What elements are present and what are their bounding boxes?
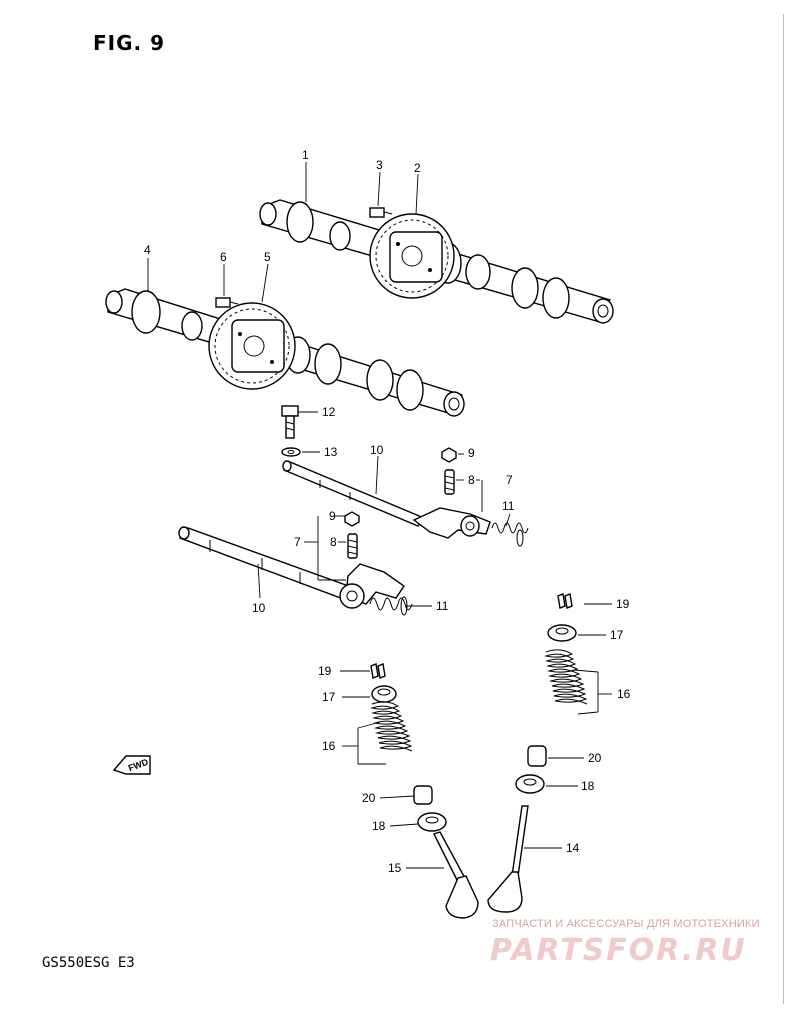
callout-12: 12 [322, 405, 336, 419]
sprocket-bolt-lower [215, 297, 239, 308]
valve-springs-left [370, 701, 413, 752]
spring-retainer-right [547, 624, 577, 642]
rocker-arm-shaft-lower [178, 526, 356, 601]
callout-17-right: 17 [610, 628, 624, 642]
callout-18-left: 18 [372, 819, 386, 833]
valve-cotter-right [557, 593, 573, 609]
callout-8-upper: 8 [468, 473, 475, 487]
callout-20-right: 20 [588, 751, 602, 765]
valve-springs-right [544, 649, 588, 705]
adjuster-nut-upper [441, 447, 457, 463]
callout-6: 6 [220, 250, 227, 264]
valve-stem-seal-right [527, 745, 547, 767]
exhaust-cam-sprocket [369, 213, 455, 299]
callout-7-lower: 7 [294, 535, 301, 549]
callout-16-left: 16 [322, 739, 336, 753]
callout-3: 3 [376, 158, 383, 172]
callout-7-upper: 7 [506, 473, 513, 487]
adjuster-screw-upper [444, 469, 455, 495]
callout-11-upper: 11 [502, 499, 515, 513]
callout-20-left: 20 [362, 791, 376, 805]
valve-stem-seal-left [413, 785, 433, 805]
model-code: GS550ESG E3 [42, 955, 135, 971]
rocker-shaft-washer [281, 447, 301, 457]
leader-lines [147, 162, 612, 869]
spring-seat-right [515, 774, 545, 794]
callout-15: 15 [388, 861, 402, 875]
callout-10-lower: 10 [252, 601, 266, 615]
adjuster-nut-lower [344, 511, 360, 527]
intake-cam-sprocket [208, 302, 296, 390]
adjuster-screw-lower [347, 533, 358, 559]
callout-2: 2 [414, 161, 421, 175]
callout-17-left: 17 [322, 690, 336, 704]
watermark-tagline: ЗАПЧАСТИ И АКСЕССУАРЫ ДЛЯ МОТОТЕХНИКИ [492, 918, 760, 930]
callout-9-lower: 9 [329, 509, 336, 523]
intake-valve [433, 831, 479, 919]
callout-4: 4 [144, 243, 151, 257]
callout-14: 14 [566, 841, 580, 855]
spring-retainer-left [371, 685, 397, 703]
callout-10-upper: 10 [370, 443, 384, 457]
rocker-spring-upper [491, 522, 529, 547]
callout-1: 1 [302, 148, 309, 162]
callout-19-left: 19 [318, 664, 332, 678]
rocker-shaft-bolt [281, 405, 299, 439]
sprocket-bolt-upper [369, 207, 393, 218]
callout-16-right: 16 [617, 687, 631, 701]
callout-9-upper: 9 [468, 446, 475, 460]
forward-direction-arrow [112, 755, 151, 775]
rocker-arm-upper [412, 507, 491, 539]
exhaust-valve [487, 805, 529, 913]
figure-title: FIG. 9 [93, 31, 165, 55]
rocker-spring-lower [369, 596, 413, 616]
page-border [783, 14, 784, 1004]
callout-18-right: 18 [581, 779, 595, 793]
watermark-logo: PARTSFOR.RU [490, 933, 747, 968]
spring-seat-left [417, 812, 447, 832]
rocker-arm-lower [339, 563, 405, 609]
callout-19-right: 19 [616, 597, 630, 611]
callout-8-lower: 8 [330, 535, 337, 549]
callout-5: 5 [264, 250, 271, 264]
callout-13: 13 [324, 445, 338, 459]
callout-11-lower: 11 [436, 599, 449, 613]
valve-cotter-left [370, 663, 386, 679]
